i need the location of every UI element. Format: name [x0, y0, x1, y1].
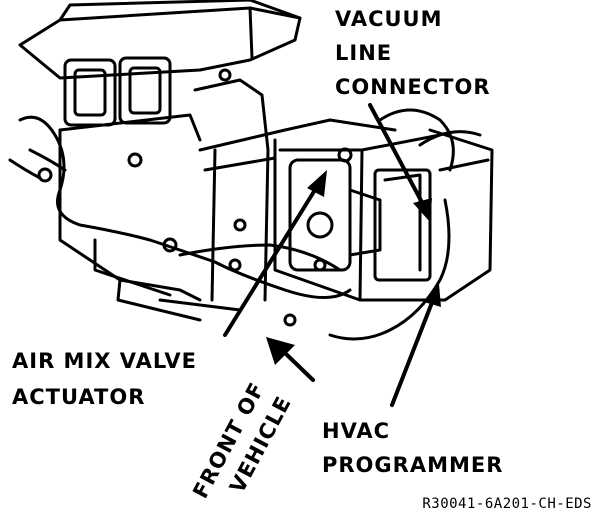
label-vacuum-line-connector-line2: LINE: [335, 41, 392, 65]
arrow-front-of-vehicle: [283, 351, 315, 382]
wiring-harness: [18, 115, 352, 299]
hvac-assembly-illustration: [8, 0, 494, 341]
label-vacuum-line-connector-line1: VACUUM: [335, 7, 443, 31]
arrow-vacuum-line-connector: [368, 103, 427, 210]
figure-code: R30041-6A201-CH-EDS: [422, 496, 592, 512]
heater-outlet-right: [118, 56, 172, 125]
arrow-air-mix-actuator: [223, 183, 320, 337]
label-air-mix-valve-actuator-line2: ACTUATOR: [12, 385, 145, 409]
label-hvac-programmer-line1: HVAC: [322, 419, 390, 443]
label-hvac-programmer-line2: PROGRAMMER: [322, 453, 503, 477]
vacuum-hose: [328, 198, 451, 341]
heater-outlet-left: [63, 58, 117, 127]
leader-arrows: [223, 103, 441, 407]
actuator-bracket: [193, 78, 270, 302]
label-vacuum-line-connector-line3: CONNECTOR: [335, 75, 491, 99]
programmer-housing: [273, 128, 494, 302]
label-air-mix-valve-actuator-line1: AIR MIX VALVE: [12, 349, 197, 373]
upper-duct-outline: [18, 6, 302, 80]
arrow-hvac-programmer: [390, 298, 435, 407]
